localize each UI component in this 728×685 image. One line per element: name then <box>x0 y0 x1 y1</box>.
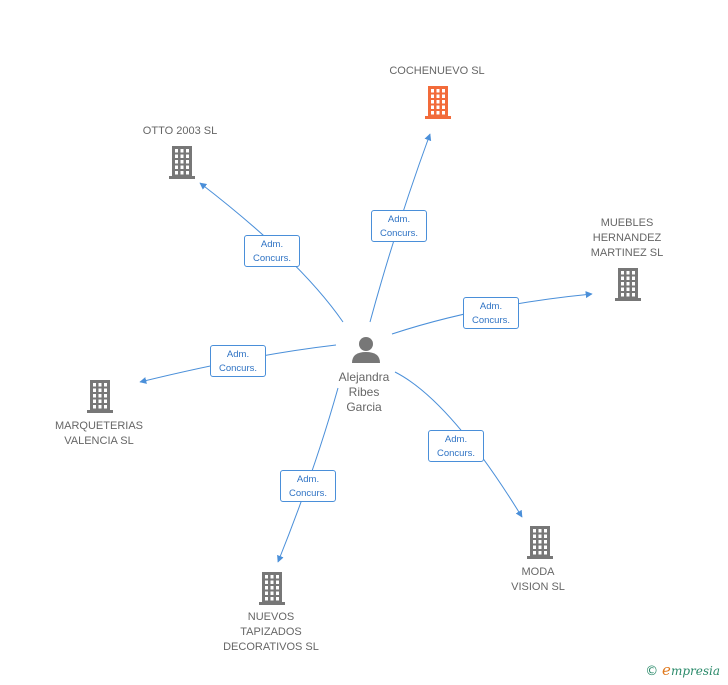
edge-label-moda: Adm. Concurs. <box>428 430 484 462</box>
building-icon-nuevos[interactable] <box>259 572 285 605</box>
edge-label-marqueterias: Adm. Concurs. <box>210 345 266 377</box>
edge-label-muebles: Adm. Concurs. <box>463 297 519 329</box>
company-label-muebles[interactable]: MUEBLES HERNANDEZ MARTINEZ SL <box>590 217 664 259</box>
company-label-marqueterias[interactable]: MARQUETERIAS VALENCIA SL <box>54 420 144 447</box>
edge-label-cochenuevo: Adm. Concurs. <box>371 210 427 242</box>
company-label-cochenuevo[interactable]: COCHENUEVO SL <box>389 65 485 77</box>
brand-logo: © empresia <box>645 661 720 679</box>
edge-label-nuevos: Adm. Concurs. <box>280 470 336 502</box>
person-icon[interactable] <box>352 337 380 363</box>
building-icon-cochenuevo[interactable] <box>425 86 451 119</box>
brand-name: mpresia <box>670 664 720 678</box>
building-icon-otto[interactable] <box>169 146 195 179</box>
brand-initial: e <box>662 661 671 679</box>
building-icon-marqueterias[interactable] <box>87 380 113 413</box>
company-label-nuevos[interactable]: NUEVOS TAPIZADOS DECORATIVOS SL <box>223 611 319 653</box>
company-label-otto[interactable]: OTTO 2003 SL <box>142 125 218 137</box>
building-icon-moda[interactable] <box>527 526 553 559</box>
copyright-icon: © <box>645 664 659 679</box>
edge-label-otto: Adm. Concurs. <box>244 235 300 267</box>
person-name[interactable]: Alejandra Ribes Garcia <box>338 370 390 414</box>
building-icon-muebles[interactable] <box>615 268 641 301</box>
edge-moda <box>394 371 523 518</box>
company-label-moda[interactable]: MODA VISION SL <box>511 566 565 593</box>
